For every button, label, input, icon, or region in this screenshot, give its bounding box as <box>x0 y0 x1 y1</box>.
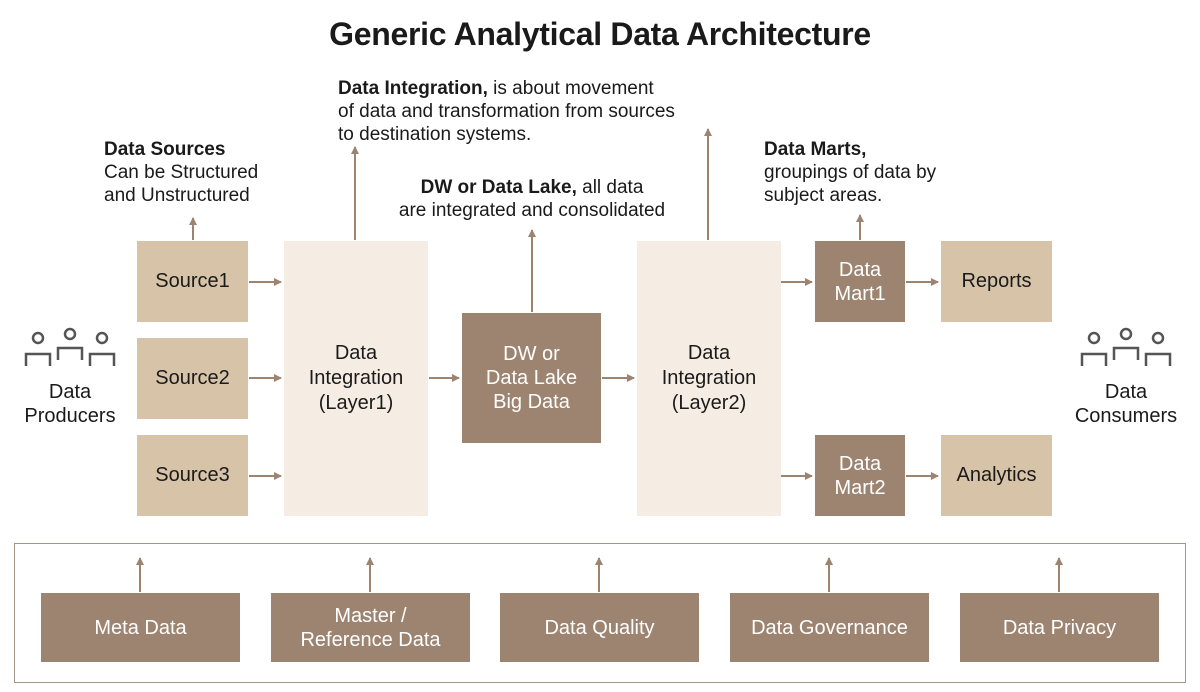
note-data-sources: Data Sources Can be Structured and Unstr… <box>104 138 324 207</box>
dw-line1: DW or <box>503 343 560 365</box>
data-quality-label: Data Quality <box>544 616 655 639</box>
governance-frame <box>14 543 1186 683</box>
integration1-line2: Integration <box>308 367 404 389</box>
source-box-2: Source2 <box>137 338 248 419</box>
data-governance-box: Data Governance <box>730 593 929 662</box>
note-data-marts-line2: groupings of data by <box>764 162 937 183</box>
integration2-line2: Integration <box>661 367 757 389</box>
data-producers: Data Producers <box>20 326 120 428</box>
reports-label: Reports <box>961 270 1032 292</box>
source-label: Source1 <box>155 270 230 292</box>
dw-data-lake-box: DW or Data Lake Big Data <box>462 313 601 443</box>
data-privacy-box: Data Privacy <box>960 593 1159 662</box>
note-data-marts-heading: Data Marts, <box>764 139 867 160</box>
mart1-line1: Data <box>838 258 882 281</box>
data-mart-2: Data Mart2 <box>815 435 905 516</box>
note-data-integration-line3: to destination systems. <box>338 124 532 145</box>
note-data-integration-line2: of data and transformation from sources <box>338 101 675 122</box>
dw-line2: Data Lake <box>485 367 578 389</box>
data-quality-box: Data Quality <box>500 593 699 662</box>
note-data-sources-heading: Data Sources <box>104 139 226 160</box>
note-dw-line2: are integrated and consolidated <box>398 200 666 221</box>
note-dw-rest: all data <box>576 177 644 198</box>
data-consumers-line1: Data <box>1104 381 1148 403</box>
data-producers-line2: Producers <box>24 405 116 427</box>
meta-data-label: Meta Data <box>94 616 187 639</box>
note-data-integration-rest: is about movement <box>487 78 654 99</box>
master-reference-line1: Master / <box>334 604 407 627</box>
data-consumers-line2: Consumers <box>1074 405 1178 427</box>
reports-box: Reports <box>941 241 1052 322</box>
analytics-label: Analytics <box>956 464 1037 486</box>
master-reference-data-box: Master / Reference Data <box>271 593 470 662</box>
source-label: Source2 <box>155 367 230 389</box>
note-data-sources-line2: and Unstructured <box>104 185 250 206</box>
mart2-line1: Data <box>838 452 882 475</box>
source-label: Source3 <box>155 464 230 486</box>
data-integration-layer2: Data Integration (Layer2) <box>637 241 781 516</box>
meta-data-box: Meta Data <box>41 593 240 662</box>
note-data-integration-heading: Data Integration, <box>338 78 488 99</box>
integration1-line3: (Layer1) <box>318 392 394 414</box>
note-data-marts: Data Marts, groupings of data by subject… <box>764 138 1004 207</box>
data-privacy-label: Data Privacy <box>1002 616 1117 639</box>
integration1-line1: Data <box>334 342 378 364</box>
data-producers-line1: Data <box>48 381 92 403</box>
data-governance-label: Data Governance <box>751 616 908 639</box>
data-consumers: Data Consumers <box>1072 326 1180 428</box>
integration2-line1: Data <box>687 342 731 364</box>
note-data-marts-line3: subject areas. <box>764 185 883 206</box>
integration2-line3: (Layer2) <box>671 392 747 414</box>
mart2-line2: Mart2 <box>834 476 886 499</box>
note-data-sources-line1: Can be Structured <box>104 162 259 183</box>
master-reference-line2: Reference Data <box>300 628 441 651</box>
mart1-line2: Mart1 <box>834 282 886 305</box>
data-integration-layer1: Data Integration (Layer1) <box>284 241 428 516</box>
note-dw-heading: DW or Data Lake, <box>420 177 577 198</box>
source-box-3: Source3 <box>137 435 248 516</box>
people-group-icon <box>1080 327 1172 366</box>
source-box-1: Source1 <box>137 241 248 322</box>
note-dw: DW or Data Lake, all data are integrated… <box>372 176 692 222</box>
data-mart-1: Data Mart1 <box>815 241 905 322</box>
analytics-box: Analytics <box>941 435 1052 516</box>
note-data-integration: Data Integration, is about movement of d… <box>338 77 758 146</box>
people-group-icon <box>24 327 116 366</box>
dw-line3: Big Data <box>493 391 570 413</box>
page-title: Generic Analytical Data Architecture <box>329 16 871 52</box>
